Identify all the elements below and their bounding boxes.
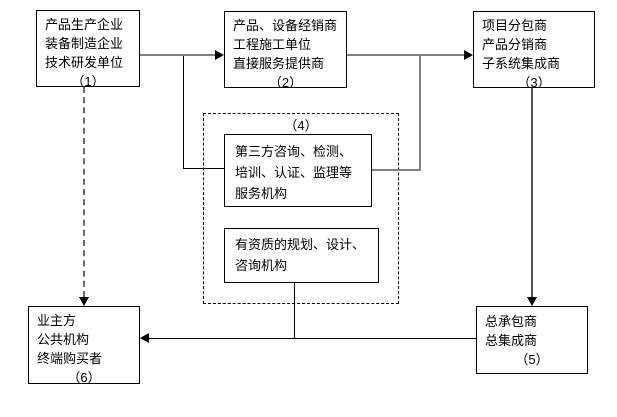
elbow-left-horizontal: [183, 168, 224, 169]
box-subcontractor: 项目分包商 产品分销商 子系统集成商 （3）: [473, 11, 595, 88]
box-general-contractor-number: （5）: [515, 352, 549, 367]
elbow-left-vertical: [183, 56, 184, 168]
box-producer-line: 技术研发单位: [45, 55, 124, 70]
line-producer-to-distributor: [140, 54, 216, 56]
line-distributor-to-subcontractor: [347, 54, 465, 56]
box-subcontractor-line: 产品分销商: [482, 37, 548, 52]
arrowhead-into-general-contractor-icon: [527, 297, 537, 306]
box-owner-line: 业主方: [37, 313, 77, 328]
line-qualified-planning-to-bottom: [294, 283, 295, 338]
arrowhead-into-owner-top-icon: [79, 297, 89, 306]
box-third-party-service-line: 第三方咨询、检测、: [235, 144, 353, 159]
box-general-contractor: 总承包商 总集成商 （5）: [476, 306, 588, 374]
line-subcontractor-to-general-contractor: [531, 88, 533, 297]
box-general-contractor-line: 总承包商: [485, 314, 538, 329]
elbow-right-horizontal: [372, 169, 421, 171]
box-owner-line: 公共机构: [37, 332, 90, 347]
box-distributor-line: 直接服务提供商: [233, 56, 325, 71]
box-distributor-line: 产品、设备经销商: [233, 18, 338, 33]
box-distributor: 产品、设备经销商 工程施工单位 直接服务提供商 （2）: [224, 11, 347, 88]
box-distributor-line: 工程施工单位: [233, 37, 312, 52]
box-subcontractor-number: （3）: [517, 75, 551, 88]
box-qualified-planning-line: 有资质的规划、设计、: [235, 237, 366, 252]
arrowhead-into-subcontractor-icon: [464, 50, 473, 60]
box-third-party-service: 第三方咨询、检测、 培训、认证、监理等 服务机构: [224, 134, 372, 207]
box-owner-number: （6）: [67, 370, 101, 384]
box-owner: 业主方 公共机构 终端购买者 （6）: [28, 306, 140, 384]
dashed-group-box: （4）: [203, 113, 399, 304]
box-qualified-planning: 有资质的规划、设计、 咨询机构: [224, 228, 379, 283]
box-subcontractor-line: 项目分包商: [482, 18, 548, 33]
box-owner-line: 终端购买者: [37, 351, 103, 366]
box-producer-line: 装备制造企业: [45, 36, 124, 51]
dashed-group-number: （4）: [284, 118, 318, 133]
box-third-party-service-line: 培训、认证、监理等: [235, 165, 353, 180]
box-general-contractor-line: 总集成商: [485, 333, 538, 348]
dashed-line-producer-to-owner: [83, 87, 85, 297]
box-third-party-service-line: 服务机构: [235, 186, 288, 201]
box-producer-number: （1）: [71, 74, 105, 87]
box-distributor-number: （2）: [268, 75, 303, 88]
arrowhead-into-owner-right-icon: [140, 333, 149, 343]
box-qualified-planning-line: 咨询机构: [235, 258, 288, 273]
arrowhead-into-distributor-icon: [215, 50, 224, 60]
box-producer: 产品生产企业 装备制造企业 技术研发单位 （1）: [36, 10, 140, 87]
line-general-contractor-to-owner: [149, 338, 476, 339]
elbow-right-vertical: [419, 56, 421, 171]
box-producer-line: 产品生产企业: [45, 17, 124, 32]
box-subcontractor-line: 子系统集成商: [482, 56, 561, 71]
